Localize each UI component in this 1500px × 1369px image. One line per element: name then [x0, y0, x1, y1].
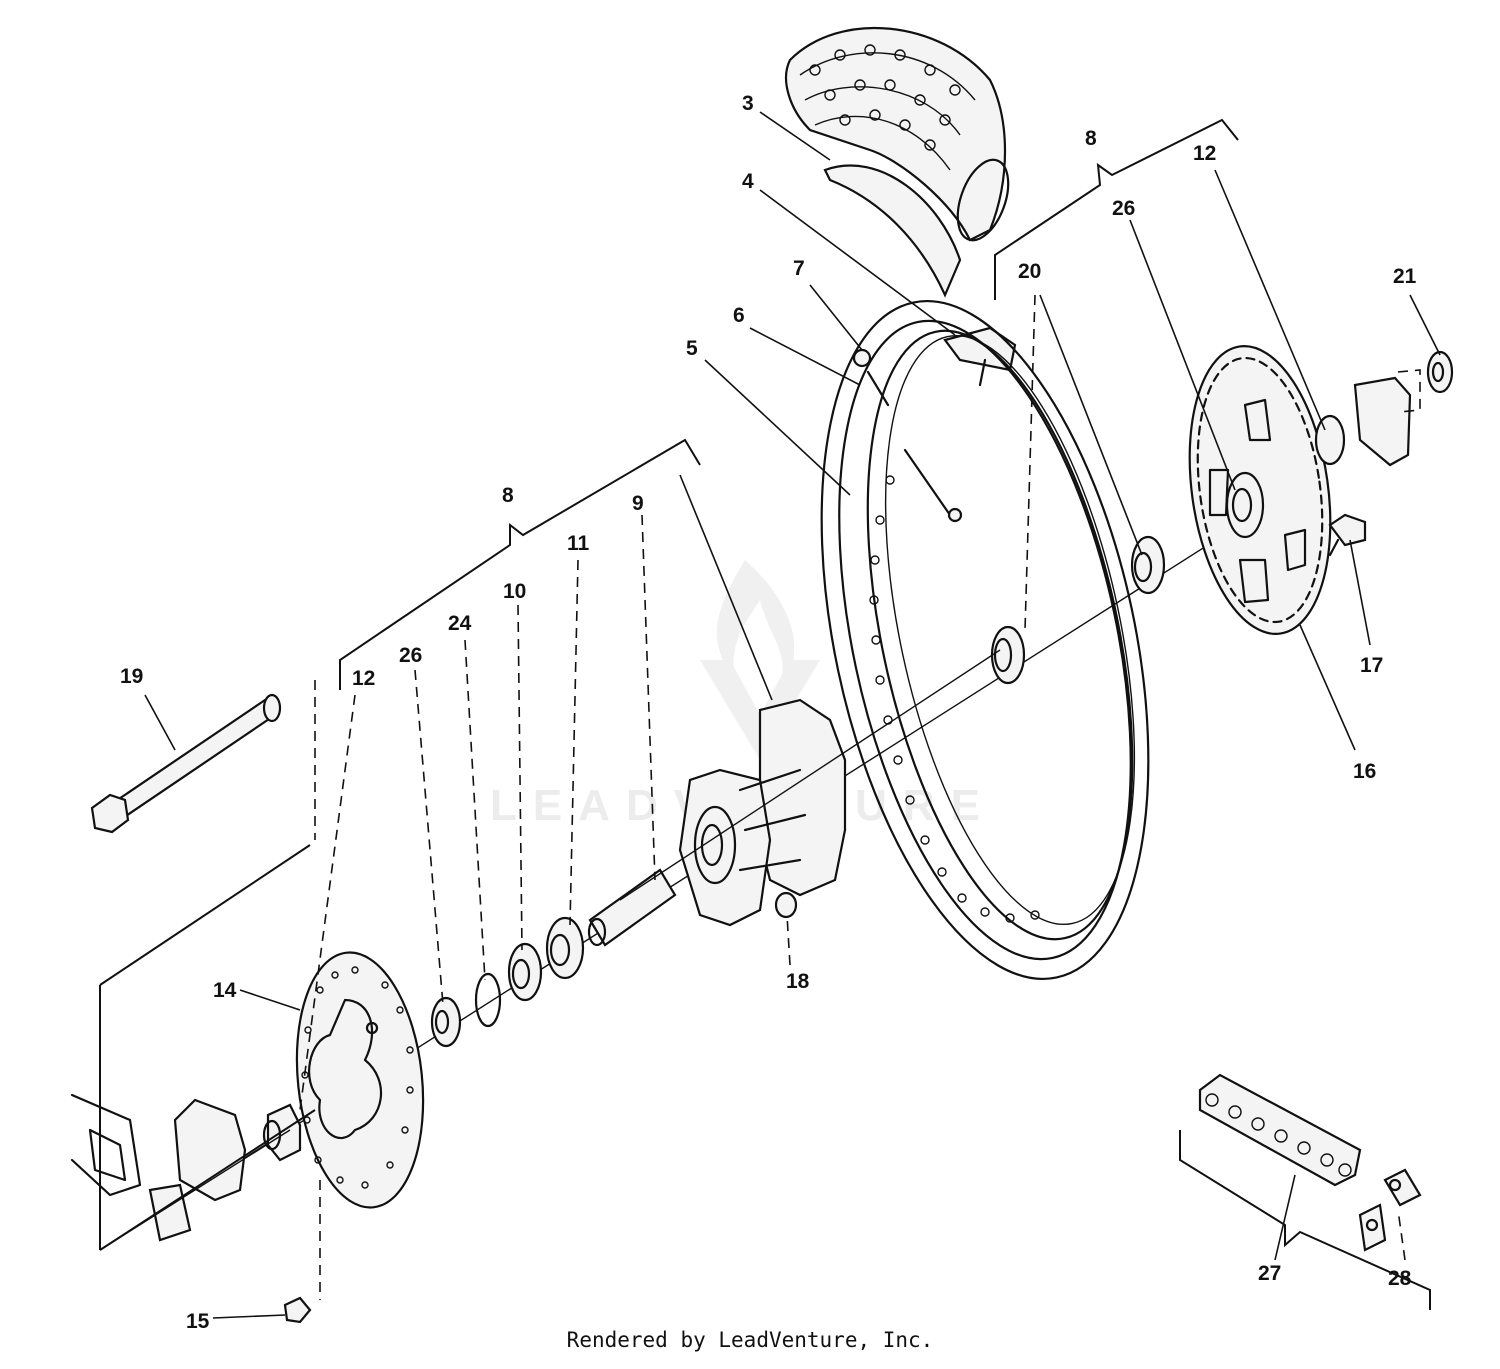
- callout-18: 18: [786, 970, 810, 993]
- callout-7: 7: [793, 257, 805, 280]
- callout-11: 11: [567, 532, 590, 555]
- oil-seal: [430, 996, 462, 1048]
- right-collar: [1314, 369, 1421, 467]
- disc-bolt: [283, 1296, 312, 1324]
- leader-lines: [99, 111, 1441, 1319]
- bracket-27: [1179, 1130, 1431, 1310]
- sprocket: [1188, 344, 1332, 636]
- hub-bearing-center: [990, 625, 1026, 685]
- callout-19: 19: [120, 665, 143, 688]
- callout-15: 15: [186, 1310, 210, 1333]
- bracket-8-top: [994, 118, 1239, 300]
- callout-26-top: 26: [1112, 197, 1135, 220]
- swingarm-end: [70, 1093, 247, 1242]
- left-bearing: [545, 916, 585, 980]
- callout-9: 9: [632, 492, 644, 515]
- wheel-hub: [678, 698, 847, 927]
- callout-12-top: 12: [1193, 142, 1216, 165]
- callout-3: 3: [742, 92, 754, 115]
- callout-12-left: 12: [352, 667, 375, 690]
- callout-17: 17: [1360, 654, 1383, 677]
- callout-27: 27: [1258, 1262, 1281, 1285]
- callout-6: 6: [733, 304, 745, 327]
- callout-8-top: 8: [1085, 127, 1097, 150]
- callout-21: 21: [1393, 265, 1417, 288]
- axle: [90, 693, 282, 834]
- hub-nut: [774, 891, 798, 919]
- brake-disc: [295, 951, 425, 1209]
- left-collar: [262, 1103, 302, 1162]
- rim-band: [823, 164, 962, 298]
- callout-14: 14: [213, 979, 237, 1002]
- rim-lock: [943, 326, 1017, 387]
- master-link: [1358, 1168, 1422, 1252]
- sprocket-side-bearing: [1130, 535, 1166, 595]
- distance-collar: [587, 868, 677, 947]
- left-bearing-2: [507, 942, 543, 1002]
- callout-8-left: 8: [502, 484, 514, 507]
- callout-4: 4: [742, 170, 754, 193]
- axle-nut: [1426, 350, 1454, 394]
- callout-26-left: 26: [399, 644, 422, 667]
- callout-10: 10: [503, 580, 526, 603]
- callouts: 3 4 8 12 26 20 21 7 6 5 17 16 8 9 11 10 …: [120, 92, 1417, 1333]
- circlip: [474, 972, 502, 1028]
- callout-28: 28: [1388, 1267, 1412, 1290]
- bracket-8-left: [339, 438, 701, 690]
- tire: [785, 26, 1010, 242]
- drive-chain: [1198, 1073, 1362, 1187]
- callout-16: 16: [1353, 760, 1376, 783]
- sprocket-bolt: [1328, 513, 1367, 557]
- callout-5: 5: [686, 337, 698, 360]
- rim: [820, 300, 1150, 980]
- callout-24: 24: [448, 612, 472, 635]
- footer-credit: Rendered by LeadVenture, Inc.: [566, 1328, 934, 1352]
- callout-20: 20: [1018, 260, 1041, 283]
